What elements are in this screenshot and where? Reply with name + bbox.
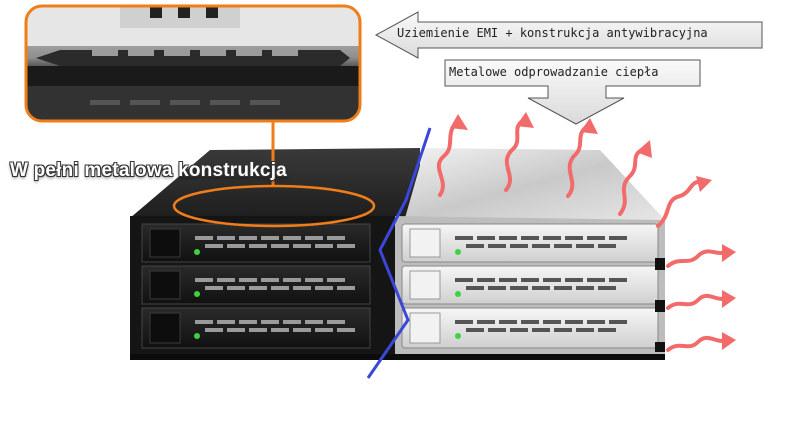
emi-label: Uziemienie EMI + konstrukcja antywibracy…: [397, 26, 708, 40]
metal-construction-label: W pełni metalowa konstrukcja: [10, 160, 287, 181]
silver-bay: [401, 307, 659, 349]
dark-bay: [141, 223, 371, 263]
dark-bay: [141, 307, 371, 349]
zoom-callout: [24, 4, 362, 186]
silver-bay: [401, 265, 659, 305]
heat-arrows: [436, 112, 736, 352]
silver-bay: [401, 223, 659, 263]
heat-down-arrow: [444, 59, 701, 125]
dark-bay: [141, 265, 371, 305]
drive-enclosure: [130, 148, 665, 360]
emi-left-arrow: [374, 11, 763, 59]
heat-label: Metalowe odprowadzanie ciepła: [449, 65, 659, 79]
split-line: [366, 127, 432, 379]
